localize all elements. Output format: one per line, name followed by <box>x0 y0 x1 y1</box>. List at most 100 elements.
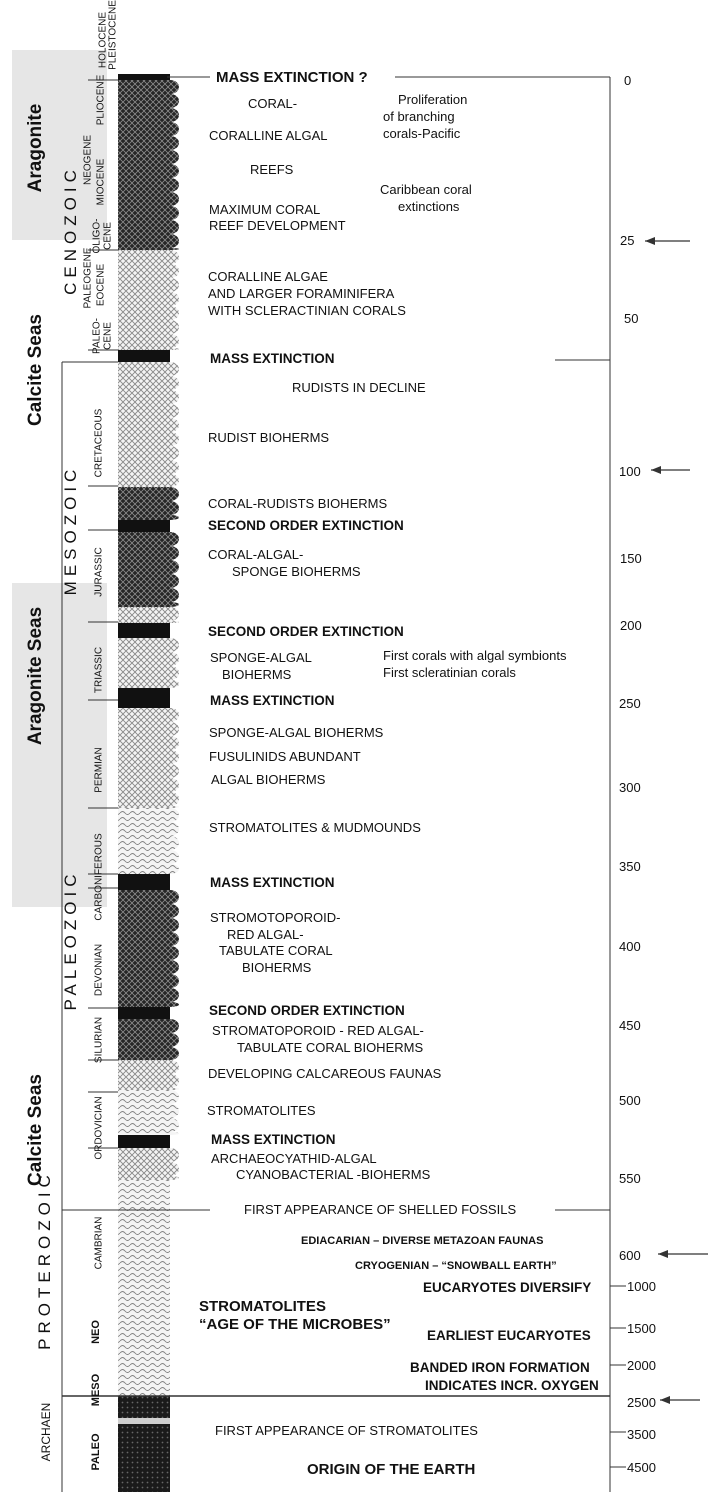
event-strom-red-2: TABULATE CORAL BIOHERMS <box>237 1040 424 1055</box>
segment-ordovician-dark-scallop <box>161 1019 179 1033</box>
event-stromo-4: BIOHERMS <box>242 960 312 975</box>
arrow-100-head <box>651 466 661 474</box>
segment-triassic-light-scallop <box>161 666 179 680</box>
event-banded-1: BANDED IRON FORMATION <box>410 1360 590 1375</box>
era-mesozoic: MESOZOIC <box>61 464 80 596</box>
period-devonian: DEVONIAN <box>93 943 105 997</box>
segment-pt-boundary <box>118 688 170 708</box>
event-cryogenian: CRYOGENIAN – “SNOWBALL EARTH” <box>355 1260 557 1272</box>
event-coral-rudists: CORAL-RUDISTS BIOHERMS <box>208 496 388 511</box>
segment-ordovician-wavy-scallop <box>161 1118 179 1132</box>
segment-neogene-dark-scallop <box>161 122 179 136</box>
segment-devonian-dark-scallop <box>161 946 179 960</box>
era-cenozoic: CENOZOIC <box>61 165 80 295</box>
segment-cretaceous-light-scallop <box>161 362 179 376</box>
arrow-600-head <box>658 1250 668 1258</box>
period-permian: PERMIAN <box>93 747 105 793</box>
age-450: 450 <box>619 1018 641 1033</box>
segment-permian-light-scallop <box>161 806 179 808</box>
segment-paleogene-light-scallop <box>161 292 179 306</box>
period-pliocene: PLIOCENE <box>95 74 107 126</box>
event-sponge-algal-1: SPONGE-ALGAL <box>210 650 312 665</box>
age-150: 150 <box>620 551 642 566</box>
age-0: 0 <box>624 73 632 88</box>
segment-devonian-dark-scallop <box>161 974 179 988</box>
segment-cretaceous-light-scallop <box>161 390 179 404</box>
segment-devonian-dark-scallop <box>161 988 179 1002</box>
segment-cambrian-light-scallop <box>161 1162 179 1176</box>
event-archaeo-1: ARCHAEOCYATHID-ALGAL <box>211 1151 377 1166</box>
segment-carboniferous-wavy-scallop <box>161 808 179 822</box>
age-600: 600 <box>619 1248 641 1263</box>
segment-neogene-dark-scallop <box>161 136 179 150</box>
segment-cretaceous-light-scallop <box>161 432 179 446</box>
period-pleistocene: PLEISTOCENE <box>107 0 119 70</box>
age-500: 500 <box>619 1093 641 1108</box>
event-prolif-2: of branching <box>383 109 455 124</box>
frame-lines <box>61 76 708 1492</box>
segment-jurassic-dark-scallop <box>161 546 179 560</box>
age-3500: 3500 <box>627 1427 656 1442</box>
segment-cretaceous-light-scallop <box>161 446 179 460</box>
event-max-coral-1: MAXIMUM CORAL <box>209 202 321 217</box>
era-paleozoic: PALEOZOIC <box>61 869 80 1011</box>
segment-ordovician-wavy-scallop <box>161 1090 179 1104</box>
segment-cambrian-light-scallop <box>161 1176 179 1180</box>
segment-second-order-3 <box>118 1007 170 1019</box>
event-mass-extinction-4: MASS EXTINCTION <box>211 1132 336 1147</box>
event-sponge-algal-bioherms: SPONGE-ALGAL BIOHERMS <box>209 725 384 740</box>
event-banded-2: INDICATES INCR. OXYGEN <box>425 1378 599 1393</box>
segment-devonian-dark-scallop <box>161 904 179 918</box>
event-ediacarian: EDIACARIAN – DIVERSE METAZOAN FAUNAS <box>301 1235 544 1247</box>
event-rudists-decline: RUDISTS IN DECLINE <box>292 380 426 395</box>
segment-neogene-dark-scallop <box>161 178 179 192</box>
segment-ordovician-light <box>118 1060 170 1090</box>
period-cambrian: CAMBRIAN <box>93 1216 105 1270</box>
event-second-order-3: SECOND ORDER EXTINCTION <box>209 1003 405 1018</box>
segment-kt-boundary <box>118 350 170 362</box>
age-100: 100 <box>619 464 641 479</box>
segment-cretaceous-light-scallop <box>161 376 179 390</box>
event-coralline-algal: CORALLINE ALGAL <box>209 128 328 143</box>
event-stromatolites: STROMATOLITES <box>207 1103 316 1118</box>
period-miocene: MIOCENE <box>95 158 107 206</box>
age-550: 550 <box>619 1171 641 1186</box>
segment-second-order-1 <box>118 520 170 532</box>
segment-triassic-light-scallop <box>161 638 179 652</box>
event-stromo-2: RED ALGAL- <box>227 927 304 942</box>
segment-neogene-dark <box>118 80 170 250</box>
segment-jurassic-dark-scallop <box>161 574 179 588</box>
segment-paleogene-light-scallop <box>161 278 179 292</box>
age-200: 200 <box>620 618 642 633</box>
event-sponge-algal-2: BIOHERMS <box>222 667 292 682</box>
segment-archaen-band <box>118 1418 170 1424</box>
seas-label-aragonite-mid: Aragonite Seas <box>25 606 46 746</box>
event-algal-bioherms: ALGAL BIOHERMS <box>211 772 326 787</box>
segment-triassic-light-scallop <box>161 680 179 688</box>
segment-jurassic-dark-scallop <box>161 560 179 574</box>
segment-ordovician-light-scallop <box>161 1074 179 1088</box>
event-reefs: REEFS <box>250 162 294 177</box>
strata-column <box>118 74 179 1492</box>
event-stromo-3: TABULATE CORAL <box>219 943 333 958</box>
period-cretaceous: CRETACEOUS <box>93 408 105 478</box>
event-developing: DEVELOPING CALCAREOUS FAUNAS <box>208 1066 442 1081</box>
segment-permian-light-scallop <box>161 708 179 722</box>
segment-carboniferous-wavy <box>118 808 170 874</box>
segment-ordovician-wavy-scallop <box>161 1104 179 1118</box>
event-strom-red-1: STROMATOPOROID - RED ALGAL- <box>212 1023 424 1038</box>
age-1500: 1500 <box>627 1321 656 1336</box>
segment-permian-light-scallop <box>161 764 179 778</box>
segment-permian-light-scallop <box>161 736 179 750</box>
segment-cambrian-boundary <box>118 1135 170 1148</box>
segment-devonian-boundary <box>118 874 170 890</box>
age-2500: 2500 <box>627 1395 656 1410</box>
period-paleocene-a: PALEO- <box>91 318 103 354</box>
event-second-order-1: SECOND ORDER EXTINCTION <box>208 518 404 533</box>
age-4500: 4500 <box>627 1460 656 1475</box>
segment-paleogene-light-scallop <box>161 306 179 320</box>
segment-paleogene-light-scallop <box>161 334 179 348</box>
segment-cretaceous-light-scallop <box>161 474 179 487</box>
event-first-corals-1: First corals with algal symbionts <box>383 648 567 663</box>
